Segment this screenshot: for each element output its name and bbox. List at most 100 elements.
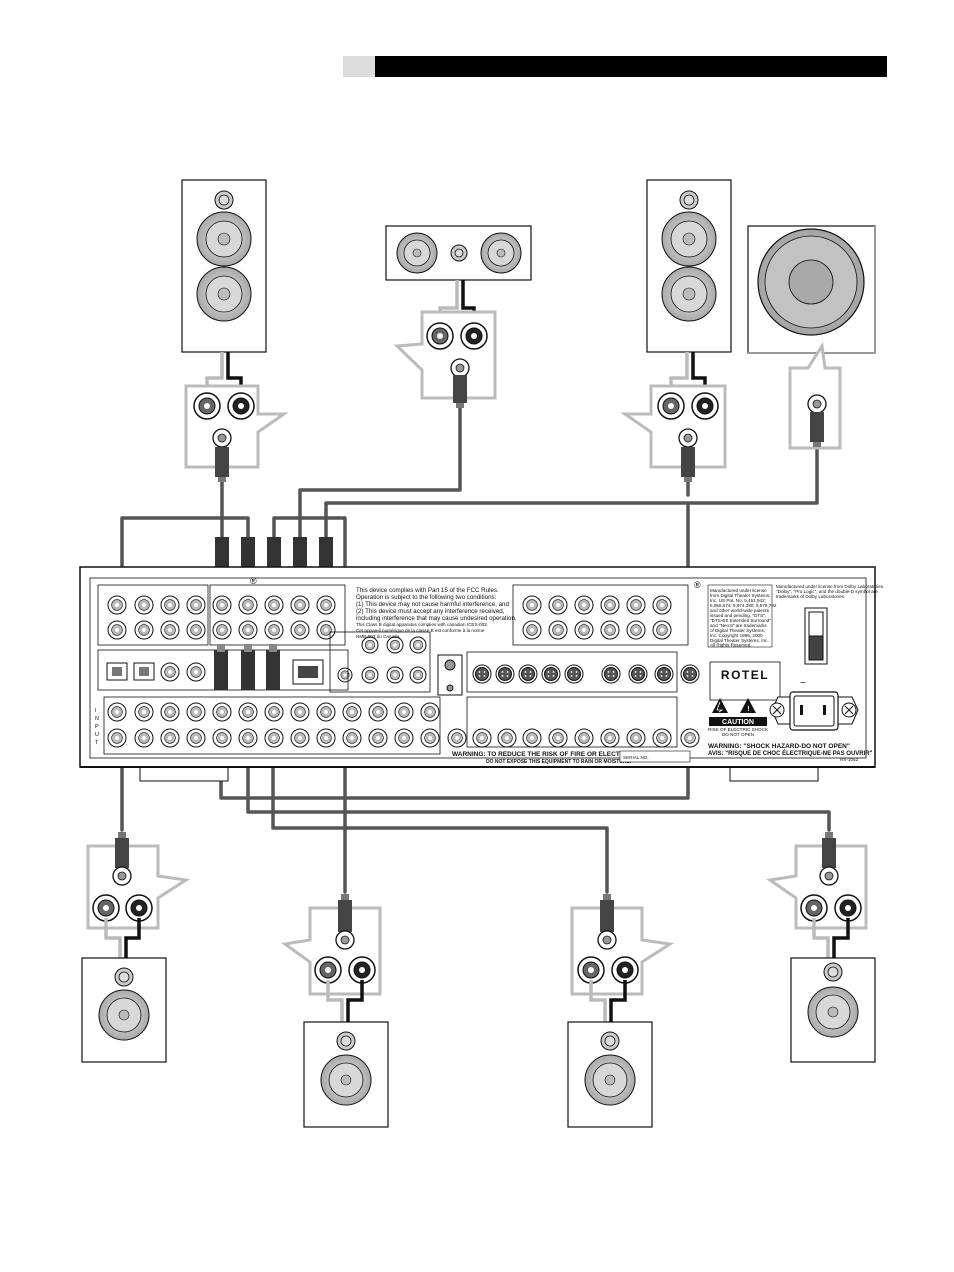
rear-center-left-terminal-callout [281, 894, 382, 996]
svideo-jack [541, 664, 561, 684]
receiver-back-panel: This device complies with Part 15 of the… [79, 566, 884, 782]
center-terminal-callout [393, 310, 497, 408]
power-switch[interactable] [804, 607, 828, 665]
svg-text:of Digital Theater Systems,: of Digital Theater Systems, [710, 628, 765, 633]
svideo-jack [680, 664, 700, 684]
rca-jack [160, 662, 180, 682]
svideo-jack [601, 664, 621, 684]
rca-jack [186, 620, 206, 640]
rca-jack [186, 595, 206, 615]
svg-text:Manufactured under license fro: Manufactured under license from Dolby La… [776, 584, 884, 589]
rca-jack [290, 620, 310, 640]
svg-text:(1) This device may not cause: (1) This device may not cause harmful in… [356, 601, 509, 608]
rca-jack [600, 620, 620, 640]
rca-jack [134, 595, 154, 615]
rear-center-right-terminal-callout [570, 894, 675, 996]
svg-text:DO NOT OPEN: DO NOT OPEN [722, 732, 754, 737]
cable-center [298, 401, 462, 547]
rca-jack [368, 728, 388, 748]
rca-jack [522, 728, 542, 748]
svg-text:This Class B digital apparatus: This Class B digital apparatus complies … [356, 622, 488, 627]
ground-terminal [437, 654, 463, 696]
svg-text:5,956,674; 5,974,380; 5,978,76: 5,956,674; 5,974,380; 5,978,762 [710, 603, 777, 608]
rotel-logo-box: ROTEL [709, 661, 781, 701]
rca-jack [316, 728, 336, 748]
svg-text:Inc. Copyright 1996, 2000: Inc. Copyright 1996, 2000 [710, 633, 763, 638]
rca-jack [394, 728, 414, 748]
surround-right-speaker [790, 918, 876, 1063]
svg-text:Inc. US Pat. No. 5,451,942;: Inc. US Pat. No. 5,451,942; [710, 598, 766, 603]
rca-jack [548, 620, 568, 640]
rca-jack [626, 620, 646, 640]
rca-jack [386, 666, 404, 684]
svg-text:and other world-wide patents: and other world-wide patents [710, 608, 770, 613]
rca-jack [238, 595, 258, 615]
rear-center-left-speaker [303, 980, 389, 1128]
front-right-terminal-callout [620, 384, 727, 482]
svg-text:"DTS-ES Extended Surround": "DTS-ES Extended Surround" [710, 618, 771, 623]
surround-left-terminal-callout [86, 832, 191, 930]
model-label: RX-1052 [840, 757, 859, 762]
input-jack-rows-lower [107, 636, 700, 748]
dolby-notice: Manufactured under license from Dolby La… [776, 584, 884, 599]
rca-jack [160, 702, 180, 722]
rca-jack [316, 702, 336, 722]
ac-power-inlet [769, 691, 859, 731]
rca-jack [361, 636, 379, 654]
cable-rear-center-right [271, 708, 609, 894]
rca-jack [342, 728, 362, 748]
rca-jack [574, 595, 594, 615]
rca-jack [574, 620, 594, 640]
fcc-notice: This device complies with Part 15 of the… [356, 587, 517, 639]
rca-jack [264, 620, 284, 640]
svideo-jack [654, 664, 674, 684]
rca-jack [264, 728, 284, 748]
digital-svideo-jack-row [472, 664, 700, 684]
caution-label: ! CAUTION RISK OF ELECTRIC SHOCK DO NOT … [708, 698, 769, 737]
rca-jack [652, 728, 672, 748]
rca-jack [107, 728, 127, 748]
rca-jack [238, 702, 258, 722]
rca-jack [337, 667, 353, 683]
svg-text:Operation is subject to the fo: Operation is subject to the following tw… [356, 594, 497, 601]
rca-jack [409, 636, 427, 654]
rca-jack [600, 728, 620, 748]
rca-jack [212, 620, 232, 640]
rca-jack [134, 620, 154, 640]
rca-plugs-panel [214, 644, 280, 690]
rca-jack [160, 728, 180, 748]
rca-jack [394, 702, 414, 722]
rca-jack [290, 702, 310, 722]
dts-notice: Manufactured under license from Digital … [707, 584, 777, 648]
svg-text:(2) This device must accept an: (2) This device must accept any interfer… [356, 608, 505, 615]
ac-symbol: ~ [800, 678, 806, 689]
rca-jack [548, 595, 568, 615]
rca-jack [107, 595, 127, 615]
svideo-jack [564, 664, 584, 684]
rca-jack [497, 728, 517, 748]
svg-text:All Rights Reserved.: All Rights Reserved. [710, 643, 752, 648]
rca-jack [420, 702, 440, 722]
svg-text:Manufactured under license: Manufactured under license [710, 588, 767, 593]
rca-jack [290, 595, 310, 615]
svg-text:Cet appareil numérique de la c: Cet appareil numérique de la classe B es… [356, 628, 485, 633]
rca-jack [134, 702, 154, 722]
rca-jack [626, 595, 646, 615]
analog-input-jack-block [107, 595, 206, 640]
shock-warning: WARNING: "SHOCK HAZARD-DO NOT OPEN" [708, 743, 850, 750]
rca-jack [186, 662, 206, 682]
cable-subwoofer [324, 444, 819, 547]
front-left-terminal-callout [184, 384, 289, 482]
rca-jack [316, 620, 336, 640]
svideo-jack [628, 664, 648, 684]
rca-jack [212, 595, 232, 615]
svideo-jack [518, 664, 538, 684]
brand-label: ROTEL [721, 668, 769, 682]
rca-jack [212, 702, 232, 722]
svg-text:NMB-003 du Canada.: NMB-003 du Canada. [356, 634, 400, 639]
svideo-jack [495, 664, 515, 684]
rca-jack [316, 595, 336, 615]
